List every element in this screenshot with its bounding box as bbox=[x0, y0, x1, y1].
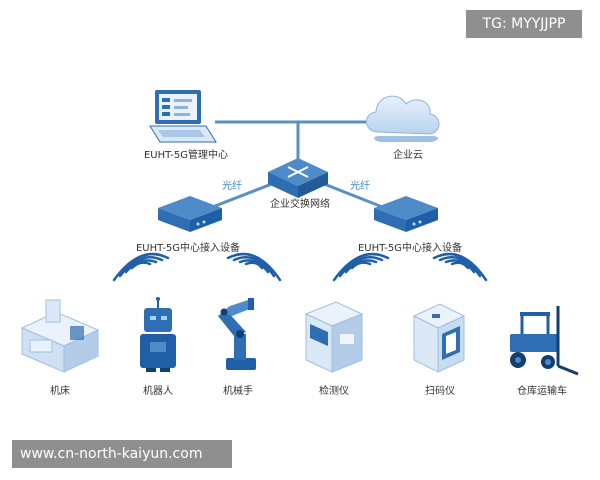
wifi-wave-icon-2 bbox=[226, 252, 282, 282]
device-label-inspection-instrument: 检测仪 bbox=[319, 386, 349, 397]
wifi-wave-icon-4 bbox=[432, 252, 488, 282]
switch-icon bbox=[268, 158, 328, 198]
laptop-icon bbox=[149, 90, 217, 143]
watermark-bottom-banner: www.cn-north-kaiyun.com bbox=[12, 440, 232, 468]
wifi-wave-icon-1 bbox=[112, 252, 170, 282]
access-device-left-icon bbox=[158, 196, 222, 232]
machine-tool-icon bbox=[20, 299, 100, 373]
management-center-label: EUHT-5G管理中心 bbox=[143, 150, 229, 161]
cloud-icon bbox=[366, 95, 440, 142]
watermark-top-banner: TG: MYYJJPP bbox=[466, 10, 582, 38]
inspection-instrument-icon bbox=[304, 301, 364, 373]
enterprise-cloud-label: 企业云 bbox=[393, 150, 423, 161]
access-left-label: EUHT-5G中心接入设备 bbox=[135, 243, 241, 254]
device-label-forklift: 仓库运输车 bbox=[517, 386, 567, 397]
scanner-icon bbox=[412, 303, 466, 373]
robotic-arm-icon bbox=[218, 298, 256, 370]
robot-icon bbox=[140, 297, 176, 372]
access-right-label: EUHT-5G中心接入设备 bbox=[357, 243, 463, 254]
device-label-machine-tool: 机床 bbox=[50, 386, 70, 397]
fiber-left-label: 光纤 bbox=[222, 181, 242, 192]
fiber-right-label: 光纤 bbox=[350, 181, 370, 192]
access-device-right-icon bbox=[374, 196, 438, 232]
wifi-wave-icon-3 bbox=[332, 252, 390, 282]
device-label-robotic-arm: 机械手 bbox=[223, 386, 253, 397]
device-label-robot: 机器人 bbox=[143, 386, 173, 397]
wireless-waves bbox=[112, 252, 488, 282]
forklift-icon bbox=[510, 306, 579, 376]
device-label-scanner: 扫码仪 bbox=[425, 386, 455, 397]
switch-label: 企业交换网络 bbox=[270, 199, 330, 210]
